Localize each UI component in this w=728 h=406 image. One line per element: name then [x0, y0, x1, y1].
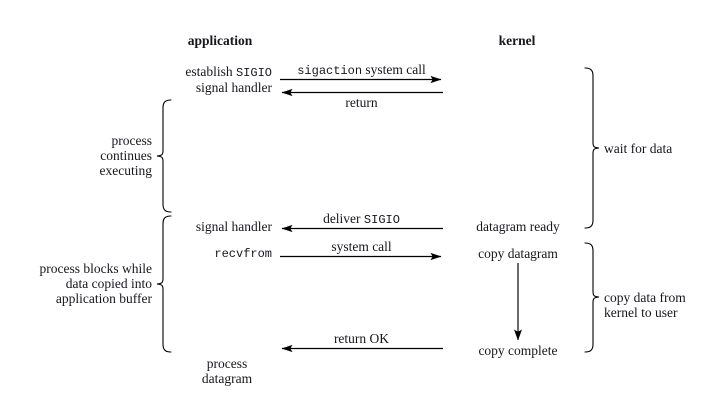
- app-recvfrom: recvfrom: [214, 247, 272, 261]
- kernel-copy-datagram: copy datagram: [478, 246, 558, 261]
- arrow-label-return-ok: return OK: [333, 331, 390, 346]
- brace-label-blocks-line1: process blocks while: [39, 261, 152, 276]
- arrow-label-sigaction-system-call: sigaction system call: [280, 62, 443, 80]
- brace-label-copy-data-line1: copy data from: [604, 290, 686, 305]
- app-sigio-mono: SIGIO: [235, 66, 272, 80]
- brace-left-process-blocks: [156, 215, 172, 353]
- column-header-application: application: [187, 33, 253, 48]
- brace-label-process-line1: process: [111, 133, 153, 148]
- brace-label-process-line3: executing: [99, 163, 152, 178]
- arrow-label-return: return: [345, 95, 378, 110]
- arrow-label-system-call: system call: [331, 239, 392, 254]
- app-signal-handler-line2: signal handler: [195, 80, 272, 95]
- brace-label-blocks-line2: data copied into: [65, 276, 152, 291]
- brace-label-process-line2: continues: [100, 148, 152, 163]
- sigio-mono: SIGIO: [363, 213, 400, 227]
- brace-right-copy-data: [584, 242, 600, 353]
- column-header-kernel: kernel: [498, 33, 536, 48]
- brace-left-process-continues: [156, 99, 172, 213]
- brace-label-wait-for-data: wait for data: [604, 141, 673, 156]
- app-establish-sigio-line: establish SIGIO: [120, 64, 272, 82]
- kernel-copy-complete: copy complete: [478, 343, 558, 358]
- system-call-text: system call: [362, 62, 426, 77]
- brace-right-wait-for-data: [584, 67, 600, 229]
- app-process-datagram-line2: datagram: [201, 371, 253, 386]
- brace-label-blocks-line3: application buffer: [55, 291, 152, 306]
- app-signal-handler: signal handler: [195, 219, 272, 234]
- kernel-datagram-ready: datagram ready: [476, 219, 560, 234]
- app-establish-text: establish: [185, 64, 236, 79]
- sigaction-mono: sigaction: [297, 64, 363, 78]
- brace-label-copy-data-line2: kernel to user: [604, 305, 678, 320]
- deliver-text: deliver: [323, 211, 364, 226]
- app-process-datagram-line1: process: [206, 356, 248, 371]
- arrow-label-deliver-sigio: deliver SIGIO: [280, 211, 443, 229]
